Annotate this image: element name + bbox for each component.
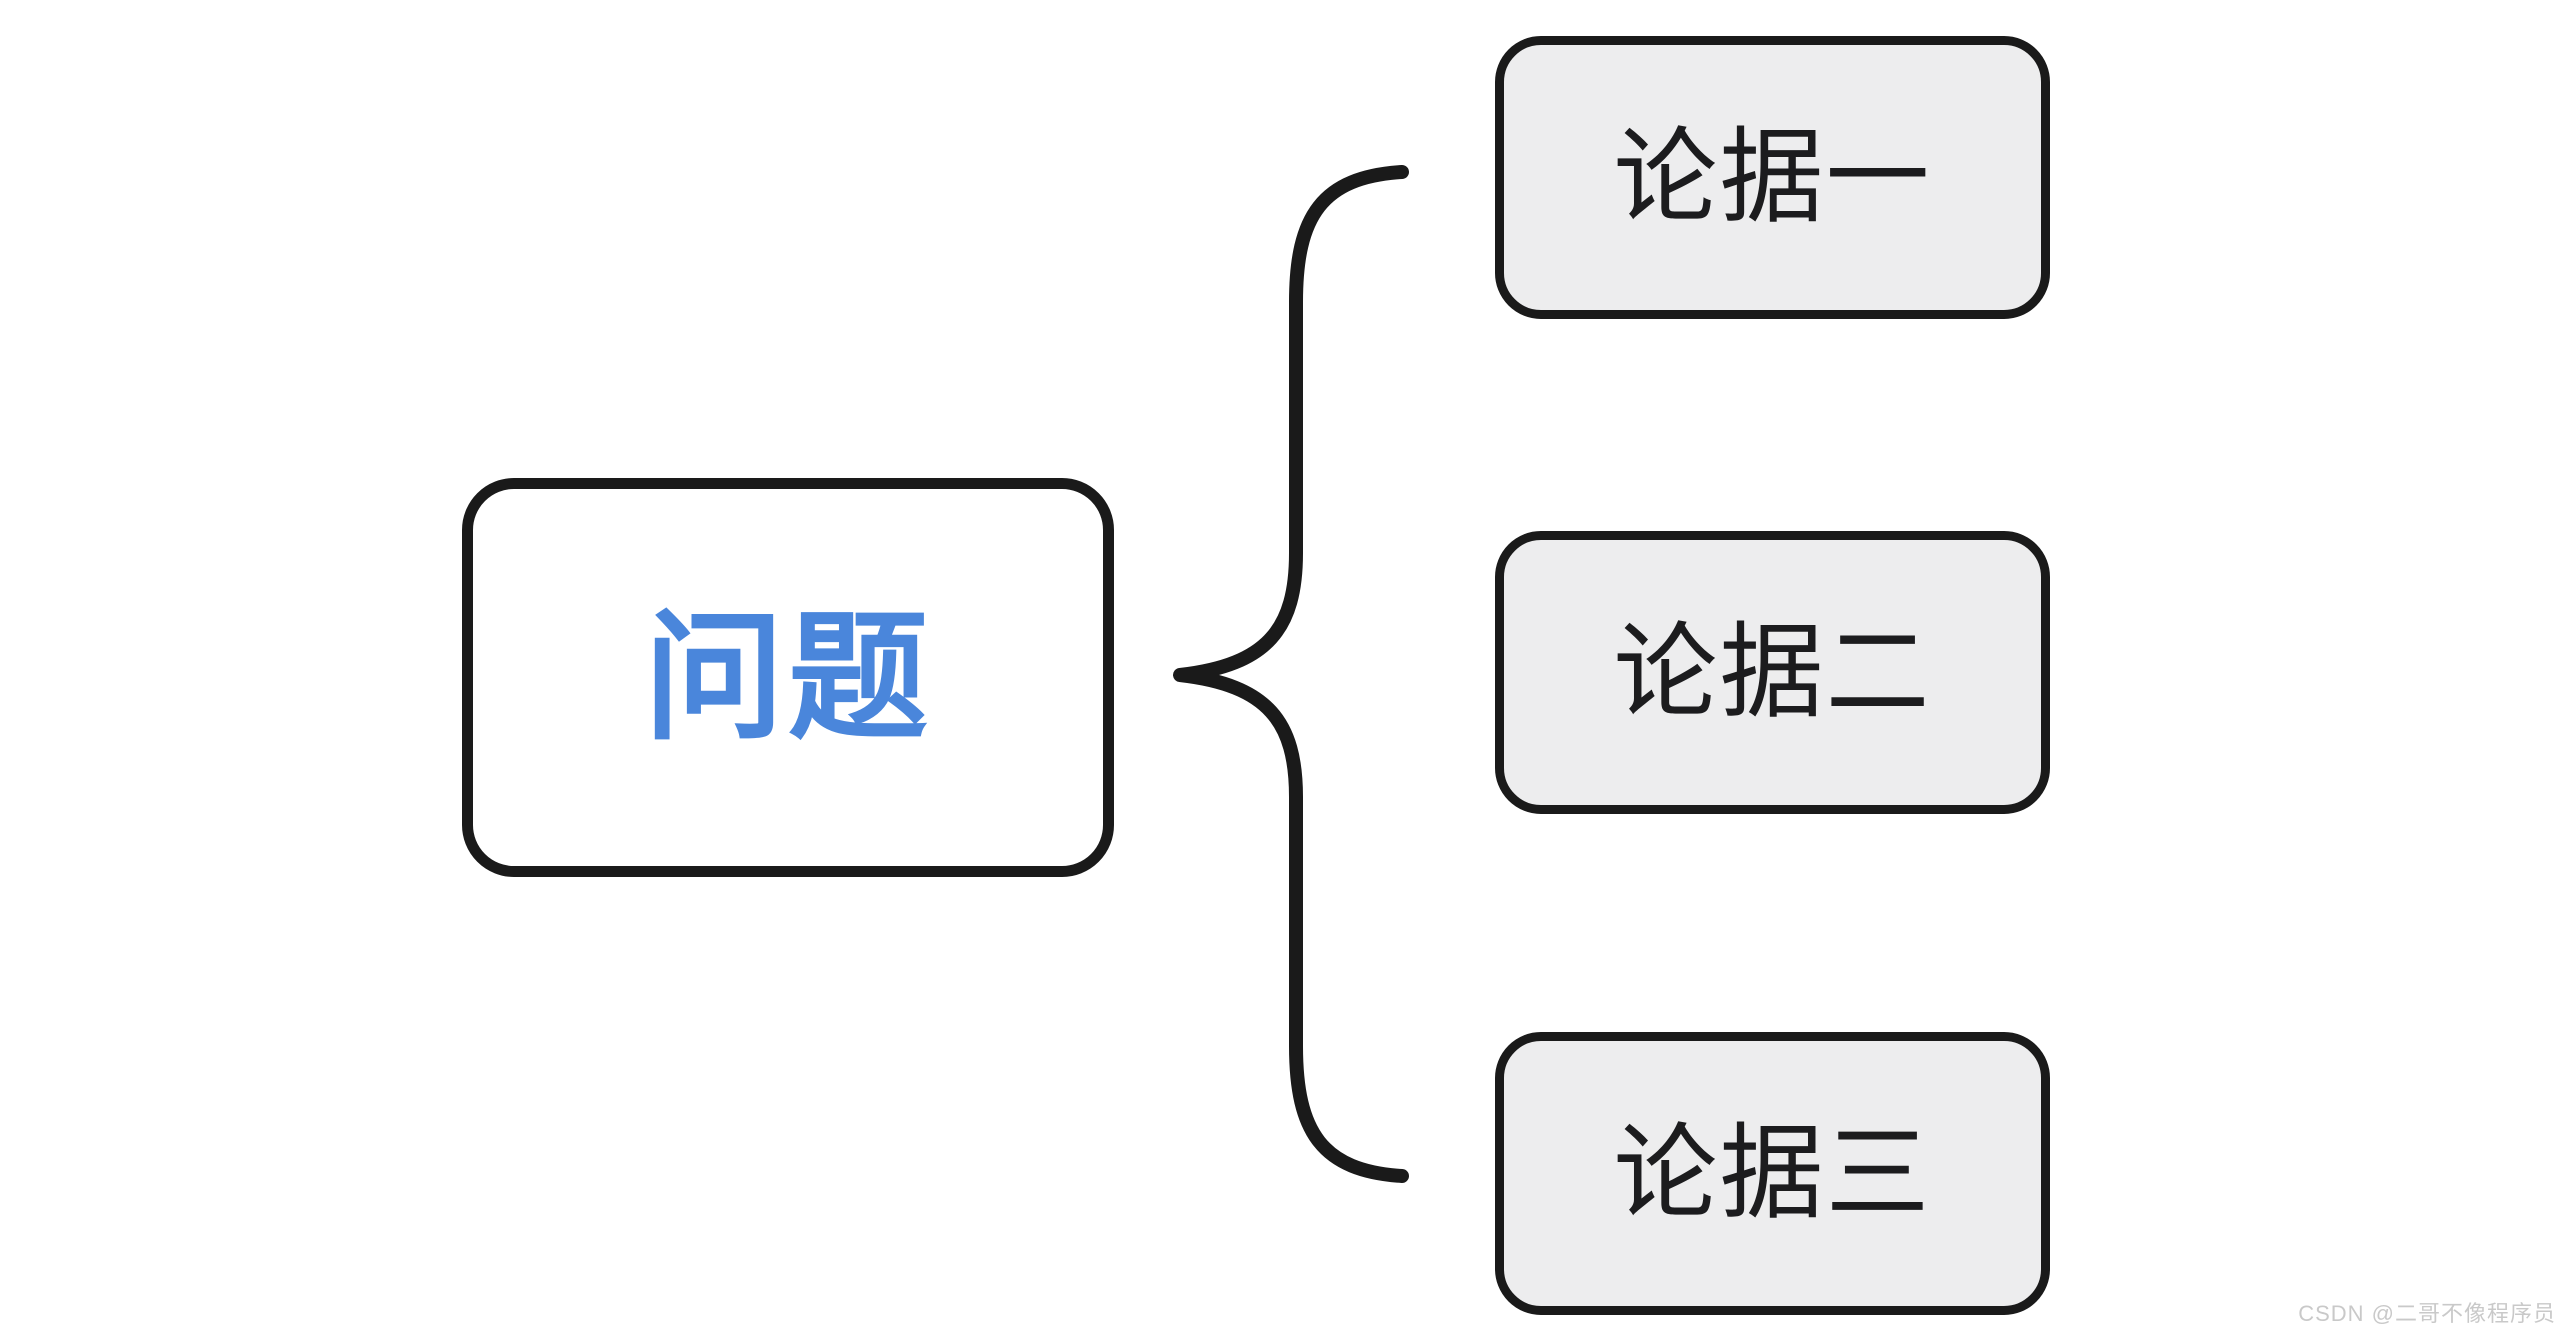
child-node-label: 论据三	[1613, 1115, 1932, 1232]
child-node-argument-2[interactable]: 论据二	[1495, 531, 2050, 814]
child-node-argument-1[interactable]: 论据一	[1495, 36, 2050, 319]
child-node-label: 论据一	[1613, 119, 1932, 236]
root-node-problem[interactable]: 问题	[462, 478, 1114, 877]
watermark: CSDN @二哥不像程序员	[2298, 1301, 2556, 1326]
brace-path	[1173, 165, 1409, 1183]
child-node-label: 论据二	[1613, 614, 1932, 731]
root-node-label: 问题	[643, 598, 932, 756]
child-node-argument-3[interactable]: 论据三	[1495, 1032, 2050, 1315]
